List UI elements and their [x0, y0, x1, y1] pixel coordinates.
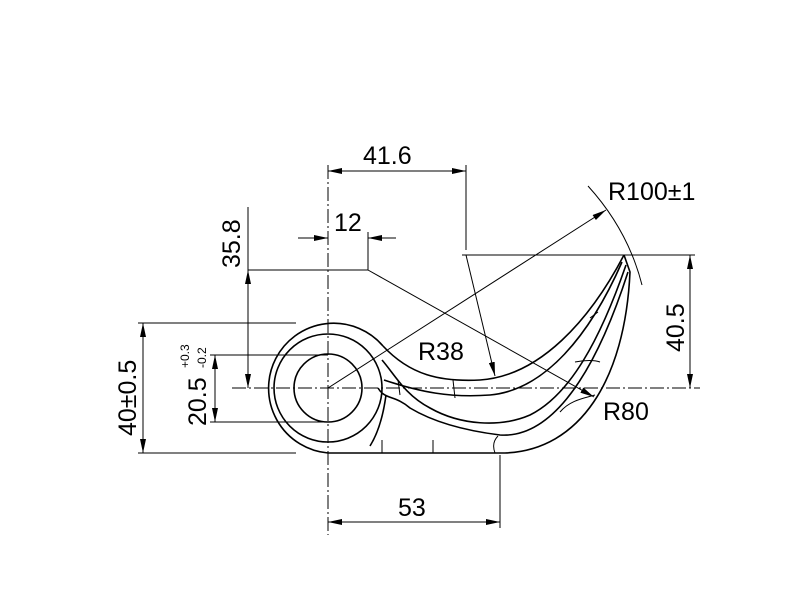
dimension-r80: R80 [367, 269, 649, 426]
dim-text-20-5: 20.5 [184, 377, 212, 426]
dim-tolerance-lower: -0.2 [195, 347, 209, 368]
dimension-40-5: 40.5 [462, 254, 695, 388]
dim-text-12: 12 [334, 209, 362, 237]
hook-part [267, 254, 631, 454]
hook-edge [377, 271, 629, 436]
web-edge [369, 394, 387, 447]
lower-hook-surface [381, 264, 627, 424]
dimension-12: 12 [298, 209, 396, 270]
dim-text-41-6: 41.6 [363, 142, 412, 170]
dim-text-40-5: 40.5 [662, 303, 690, 352]
dimension-r100: R100±1 [327, 178, 695, 389]
dim-text-35-8: 35.8 [218, 219, 246, 268]
upper-hook-surface [382, 254, 625, 382]
dimension-41-6: 41.6 [328, 142, 467, 250]
dimension-r38: R38 [418, 254, 496, 377]
upper-hook-inner-edge [383, 261, 623, 397]
hook-base-profile [328, 254, 631, 454]
dimension-53: 53 [328, 455, 501, 528]
dimension-35-8: 35.8 [218, 207, 368, 388]
dimension-40: 40±0.5 [114, 322, 296, 454]
surface-contour-lines [381, 311, 601, 454]
dim-text-r38: R38 [418, 338, 464, 366]
dim-text-r80: R80 [603, 398, 649, 426]
dim-tolerance-upper: +0.3 [178, 344, 192, 368]
dim-text-40: 40±0.5 [114, 360, 142, 436]
dimension-20-5: 20.5 +0.3 -0.2 [178, 344, 328, 426]
dim-text-53: 53 [398, 494, 426, 522]
eye-outer-profile [267, 322, 384, 454]
dim-text-r100: R100±1 [608, 178, 695, 206]
eye-inner-ring [273, 333, 383, 443]
